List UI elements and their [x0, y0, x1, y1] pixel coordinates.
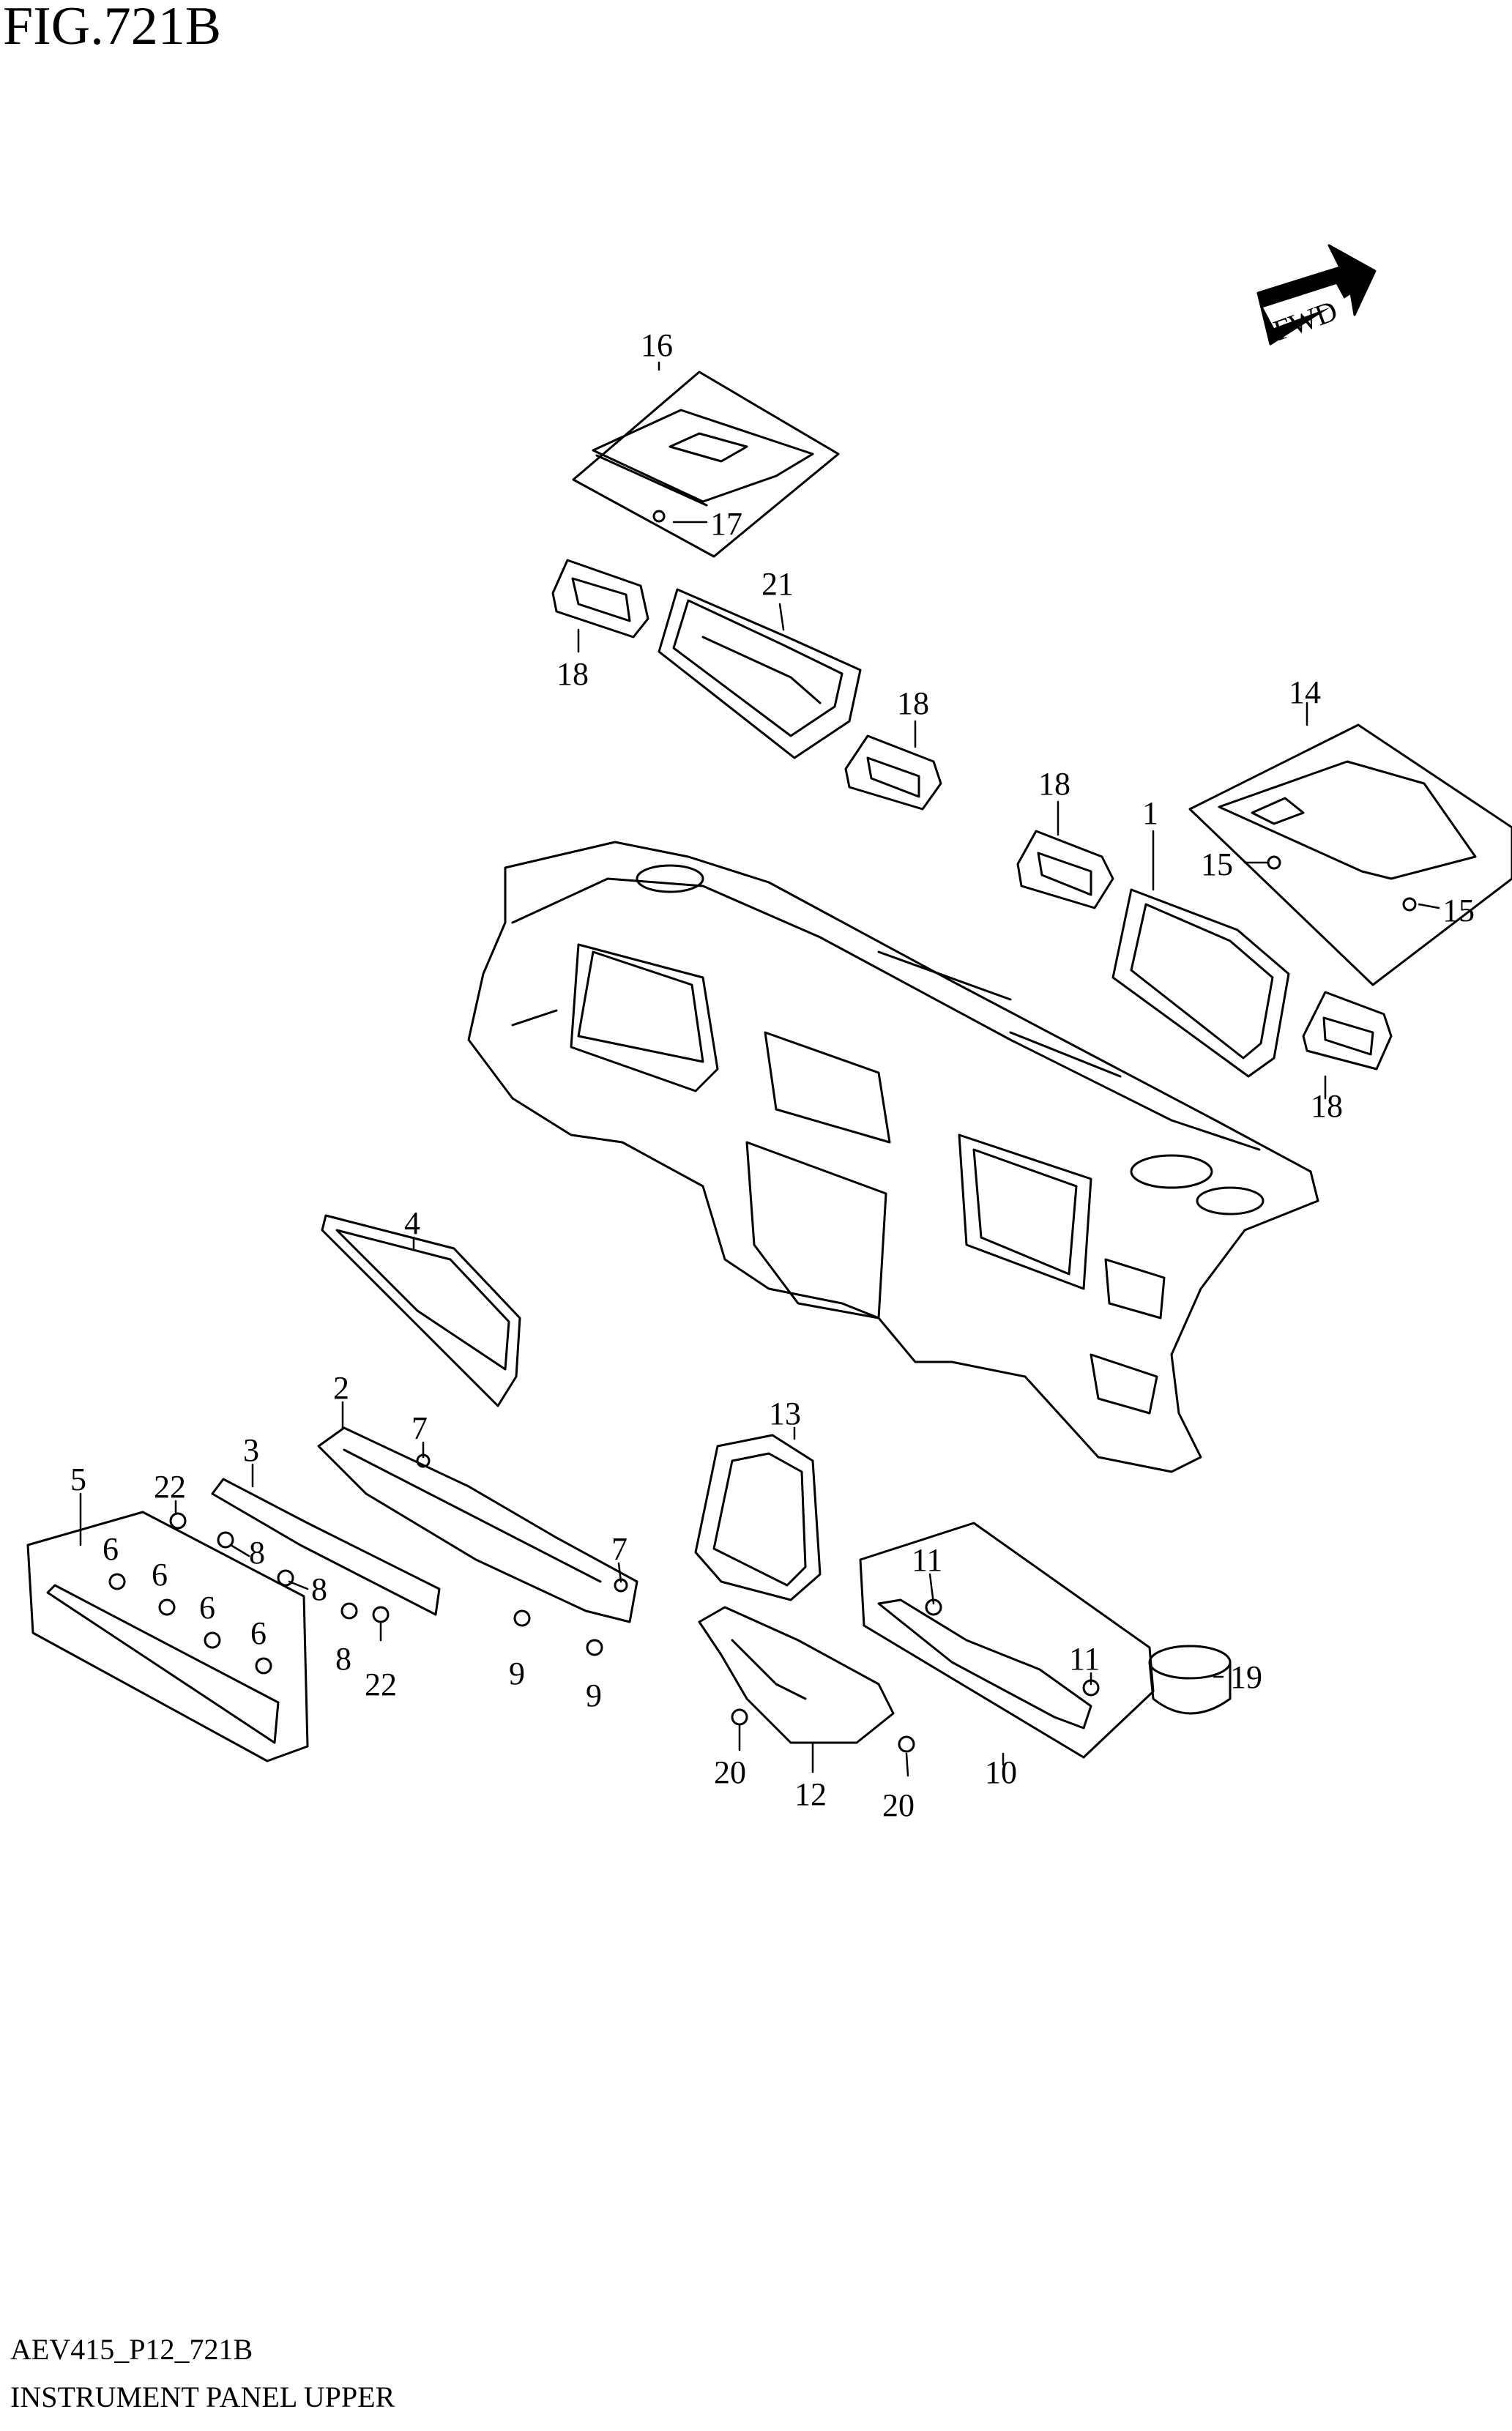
callout-19: 19: [1230, 1659, 1262, 1695]
callout-8: 8: [249, 1535, 265, 1571]
part-10-glove-box-group: [859, 1522, 1155, 1759]
part-5-lower-cover-group: [26, 1511, 309, 1762]
callout-18: 18: [897, 685, 929, 721]
callout-12: 12: [794, 1776, 827, 1812]
callout-11: 11: [1069, 1641, 1100, 1677]
callout-5: 5: [70, 1462, 86, 1497]
part-18-air-vent-right: [1016, 830, 1114, 909]
callout-15: 15: [1201, 846, 1233, 882]
leader-lines: [79, 361, 1440, 1777]
callout-4: 4: [404, 1205, 420, 1241]
figure-title: FIG.721B: [3, 0, 222, 56]
callout-16: 16: [641, 327, 673, 363]
callout-14: 14: [1289, 674, 1321, 710]
callout-13: 13: [769, 1396, 801, 1432]
callout-7: 7: [611, 1531, 627, 1567]
callout-22: 22: [154, 1469, 186, 1505]
part-18-air-vent-center: [844, 734, 942, 811]
callout-3: 3: [243, 1432, 259, 1468]
part-3-lower-bracket: [211, 1478, 441, 1616]
part-18-air-vent-lower-right: [1302, 991, 1393, 1071]
callout-22: 22: [365, 1667, 397, 1702]
part-14-upper-cover-group: [1188, 723, 1512, 986]
part-13-console-frame: [694, 1434, 822, 1601]
instrument-panel-body: [467, 841, 1319, 1473]
callout-9: 9: [509, 1656, 525, 1691]
callout-20: 20: [882, 1787, 915, 1823]
callout-8: 8: [335, 1641, 351, 1677]
fwd-arrow-icon: FWD: [1256, 244, 1377, 347]
callout-1: 1: [1142, 795, 1158, 831]
callout-8: 8: [311, 1571, 327, 1607]
callout-20: 20: [714, 1754, 746, 1790]
part-16-upper-cover-group: [572, 371, 840, 558]
figure-caption: INSTRUMENT PANEL UPPER: [10, 2380, 395, 2413]
callout-18: 18: [556, 656, 589, 692]
fasteners: [108, 855, 1417, 1753]
part-1-display-frame: [1111, 888, 1290, 1078]
callout-17: 17: [710, 506, 742, 542]
part-4-lower-frame: [321, 1214, 521, 1407]
part-19-cup-holder: [1148, 1645, 1232, 1715]
callout-11: 11: [912, 1542, 942, 1578]
callout-9: 9: [586, 1678, 602, 1713]
callout-6: 6: [152, 1557, 168, 1593]
callout-6: 6: [103, 1531, 119, 1567]
callout-2: 2: [333, 1370, 349, 1406]
callout-21: 21: [761, 566, 794, 602]
part-2-lower-bracket: [317, 1426, 638, 1623]
callout-10: 10: [985, 1754, 1017, 1790]
callout-18: 18: [1311, 1088, 1343, 1124]
callout-15: 15: [1442, 893, 1475, 928]
part-21-vent-frame: [658, 588, 862, 759]
part-18-air-vent-left-upper: [551, 559, 649, 639]
part-12-console-bracket: [698, 1606, 895, 1744]
callout-6: 6: [250, 1615, 267, 1651]
figure-code: AEV415_P12_721B: [10, 2333, 253, 2366]
callout-6: 6: [199, 1590, 215, 1626]
callout-7: 7: [411, 1410, 428, 1446]
callout-18: 18: [1038, 766, 1070, 802]
